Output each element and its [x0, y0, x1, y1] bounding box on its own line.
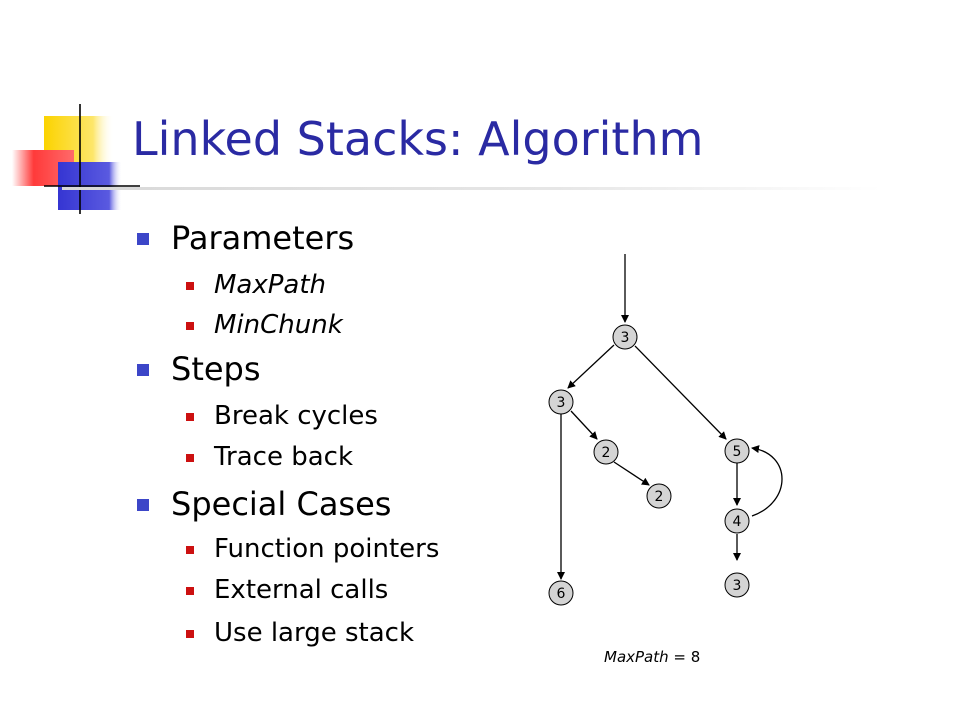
- call-graph-diagram: 3 3 2 2 6 5 4 3: [548, 254, 783, 606]
- bullet-list: Parameters MaxPath MinChunk Steps Break …: [137, 219, 440, 648]
- node-right-top: 5: [724, 438, 750, 464]
- node-right-bottom: 3: [724, 572, 750, 598]
- edge-mid-upper-to-mid-lower: [613, 461, 650, 486]
- sub-bullet-text: External calls: [214, 575, 389, 605]
- node-left: 3: [548, 389, 574, 415]
- bullet-text: Steps: [171, 350, 261, 388]
- node-mid-upper-label: 2: [602, 445, 611, 461]
- square-bullet-icon: [186, 322, 194, 330]
- edge-root-to-left: [567, 344, 615, 389]
- node-right-top-label: 5: [733, 444, 742, 460]
- edge-left-to-mid-upper: [570, 410, 598, 440]
- sub-bullet-text: Function pointers: [214, 534, 440, 564]
- maxpath-caption-value: = 8: [668, 648, 701, 666]
- node-root: 3: [612, 324, 638, 350]
- sub-bullet-text: MinChunk: [214, 310, 343, 340]
- node-bottom-left-label: 6: [557, 586, 566, 602]
- edge-root-to-right-top: [634, 345, 727, 440]
- node-mid-lower-label: 2: [655, 489, 664, 505]
- node-mid-upper: 2: [593, 439, 619, 465]
- square-bullet-icon: [186, 546, 194, 554]
- node-root-label: 3: [621, 330, 630, 346]
- square-bullet-icon: [137, 364, 149, 376]
- square-bullet-icon: [186, 630, 194, 638]
- square-bullet-icon: [186, 587, 194, 595]
- node-right-mid: 4: [724, 508, 750, 534]
- slide-title: Linked Stacks: Algorithm: [132, 112, 704, 166]
- title-underline: [62, 187, 882, 190]
- graph-edges: [557, 254, 783, 580]
- maxpath-caption-key: MaxPath: [604, 648, 669, 666]
- sub-bullet-text: Trace back: [214, 442, 354, 472]
- node-mid-lower: 2: [646, 483, 672, 509]
- square-bullet-icon: [186, 454, 194, 462]
- bullet-text: Special Cases: [171, 485, 392, 523]
- sub-bullet-text: MaxPath: [214, 270, 327, 300]
- node-left-label: 3: [557, 395, 566, 411]
- sub-bullet-text: Break cycles: [214, 401, 378, 431]
- graph-nodes: 3 3 2 2 6 5 4 3: [548, 324, 750, 606]
- square-bullet-icon: [186, 282, 194, 290]
- square-bullet-icon: [137, 233, 149, 245]
- decorative-logo: [12, 104, 140, 214]
- maxpath-caption: MaxPath = 8: [604, 648, 700, 666]
- square-bullet-icon: [137, 499, 149, 511]
- bullet-text: Parameters: [171, 219, 355, 257]
- sub-bullet-text: Use large stack: [214, 618, 415, 648]
- node-right-bottom-label: 3: [733, 578, 742, 594]
- node-right-mid-label: 4: [733, 514, 742, 530]
- square-bullet-icon: [186, 413, 194, 421]
- edge-right-mid-back-to-right-top: [751, 445, 783, 517]
- node-bottom-left: 6: [548, 580, 574, 606]
